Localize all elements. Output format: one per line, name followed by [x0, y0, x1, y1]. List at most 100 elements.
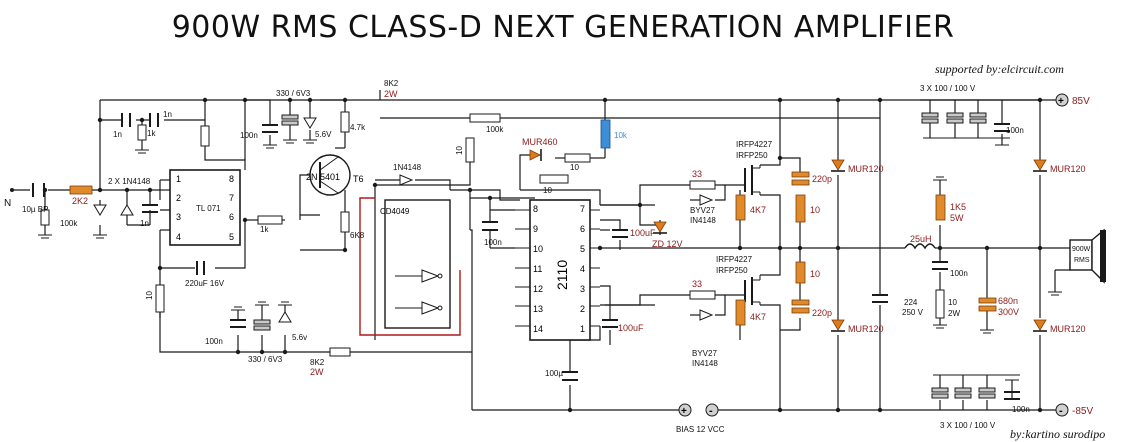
- tl071-ic: TL 071 1 2 3 4 8 7 6 5: [169, 169, 241, 246]
- tl071-pin-5: 5: [229, 232, 234, 242]
- ground-symbols: [38, 137, 1062, 381]
- snubber-cap-bot-label: 220p: [812, 308, 832, 318]
- input-diodes-label: 2 X 1N4148: [108, 177, 151, 186]
- cap-100uf-low-label: 100uF: [618, 323, 644, 333]
- ls-mosfet-a-label: IRFP4227: [716, 255, 753, 264]
- diodes: [529, 149, 1047, 331]
- res-8k2-label: 8K2: [384, 79, 399, 88]
- pos-terminal-symbol: +: [1058, 96, 1064, 107]
- rail-caps-bottom-label: 3 X 100 / 100 V: [940, 421, 996, 430]
- opamp-bottom-res-label: 10: [145, 291, 154, 300]
- output-res-10-power-label: 2W: [948, 309, 960, 318]
- res-100k-label: 100k: [486, 125, 504, 134]
- speaker-label-b: RMS: [1074, 257, 1090, 264]
- bottom-zener-label: 5.6v: [292, 333, 307, 342]
- rail-caps-top-100n-label: 100n: [1006, 126, 1024, 135]
- hs-res-gs-label: 4K7: [750, 205, 766, 215]
- res-47k-label: 4.7k: [350, 123, 366, 132]
- cap-680n-voltage-label: 300V: [998, 307, 1019, 317]
- clamp-cap-label: 1n: [140, 219, 149, 228]
- cd4049-label: CD4049: [380, 207, 410, 216]
- ir2110-pin-12: 12: [533, 284, 543, 294]
- bottom-res-8k2-label: 8K2: [310, 358, 325, 367]
- cap-a-label: 1n: [113, 130, 122, 139]
- diagram-title: 900W RMS CLASS-D NEXT GENERATION AMPLIFI…: [171, 10, 955, 45]
- cap-b-label: 1n: [163, 110, 172, 119]
- tl071-pin-4: 4: [176, 232, 181, 242]
- rail-caps-top-label: 3 X 100 / 100 V: [920, 84, 976, 93]
- speaker-icon: [1069, 228, 1106, 284]
- highlight-wire: [359, 197, 461, 336]
- tl071-pin-8: 8: [229, 174, 234, 184]
- mosfet-low-side: [744, 275, 761, 305]
- transistor-2n5401: 2N 5401 T6: [306, 154, 364, 196]
- hs-mosfet-b-label: IRFP250: [736, 151, 768, 160]
- ir2110-pin-7: 7: [580, 204, 585, 214]
- diode-mur460-label: MUR460: [522, 137, 558, 147]
- tl071-pin-1: 1: [176, 174, 181, 184]
- ir2110-pin-1: 1: [580, 324, 585, 334]
- res-10-left-label: 10: [455, 146, 464, 155]
- snubber-cap-top-label: 220p: [812, 174, 832, 184]
- driver-cap-100u-label: 100µ: [545, 369, 563, 378]
- author-credit: by:kartino surodipo: [1010, 427, 1106, 441]
- ir2110-ic: 2110 8 9 10 11 12 13 14 7 6 5 4 3 2 1: [515, 199, 600, 341]
- electrolytic-capacitors: [253, 112, 996, 399]
- driver-cap-100n-label: 100n: [484, 238, 502, 247]
- rail-terminals: [10, 93, 1069, 417]
- bias-plus-symbol: +: [681, 406, 687, 417]
- wires: [12, 90, 1071, 411]
- input-shunt-label: 100k: [60, 219, 78, 228]
- rail-positive-label: 85V: [1072, 96, 1090, 107]
- output-res-10-label: 10: [948, 298, 957, 307]
- input-res-label: 2K2: [72, 196, 88, 206]
- res-1k5-label: 1K5: [950, 202, 966, 212]
- cap-supply-label: 330 / 6V3: [276, 89, 311, 98]
- inductor-label: 25uH: [910, 234, 932, 244]
- ir2110-pin-13: 13: [533, 304, 543, 314]
- ir2110-pin-9: 9: [533, 224, 538, 234]
- rail-negative-label: -85V: [1072, 406, 1093, 417]
- neg-terminal-symbol: -: [1059, 405, 1063, 417]
- bottom-res-power-label: 2W: [310, 367, 324, 377]
- bottom-cap-supply-label: 330 / 6V3: [248, 355, 283, 364]
- output-cap-100n-label: 100n: [950, 269, 968, 278]
- input-cap-label: 10µ BP: [22, 205, 48, 214]
- tl071-pin-7: 7: [229, 193, 234, 203]
- bus-cap-voltage-label: 250 V: [902, 308, 924, 317]
- ls-mosfet-b-label: IRFP250: [716, 266, 748, 275]
- trimmer-10k: [600, 119, 611, 149]
- cap-100n-label: 100n: [240, 131, 258, 140]
- snubber-res-top-label: 10: [810, 205, 820, 215]
- ls-res-gs-label: 4K7: [750, 312, 766, 322]
- bus-cap-label: 224: [904, 298, 918, 307]
- hs-diode-a-label: BYV27: [690, 206, 715, 215]
- driver-res-10-mid-label: 10: [570, 163, 579, 172]
- resistors: [69, 185, 946, 326]
- res-8k2-power-label: 2W: [384, 89, 398, 99]
- hs-gate-res-label: 33: [692, 169, 702, 179]
- bottom-cap-100n-label: 100n: [205, 337, 223, 346]
- diode-1n4148-label: 1N4148: [393, 163, 422, 172]
- tl071-pin-6: 6: [229, 212, 234, 222]
- ir2110-pin-4: 4: [580, 264, 585, 274]
- tl071-pin-3: 3: [176, 212, 181, 222]
- rail-diode-right-top-label: MUR120: [1050, 164, 1086, 174]
- res-1k-label: 1k: [147, 129, 156, 138]
- bias-minus-symbol: -: [709, 405, 713, 417]
- ir2110-label: 2110: [554, 260, 570, 290]
- diode-bars: [540, 149, 1047, 332]
- junction-dots: [42, 97, 1043, 413]
- ir2110-pin-3: 3: [580, 284, 585, 294]
- ls-diode-a-label: BYV27: [692, 349, 717, 358]
- zener-12v-label: ZD 12V: [652, 239, 683, 249]
- ir2110-pin-6: 6: [580, 224, 585, 234]
- plain-resistors: [40, 111, 945, 357]
- mosfet-high-side: [744, 165, 761, 195]
- rail-caps-bottom-100n-label: 100n: [1012, 405, 1030, 414]
- trimmer-label: 10k: [614, 131, 628, 140]
- cd4049-ic: CD4049: [380, 199, 451, 329]
- opamp-out-res-label: 1k: [260, 225, 269, 234]
- speaker-label: 900W: [1072, 246, 1091, 253]
